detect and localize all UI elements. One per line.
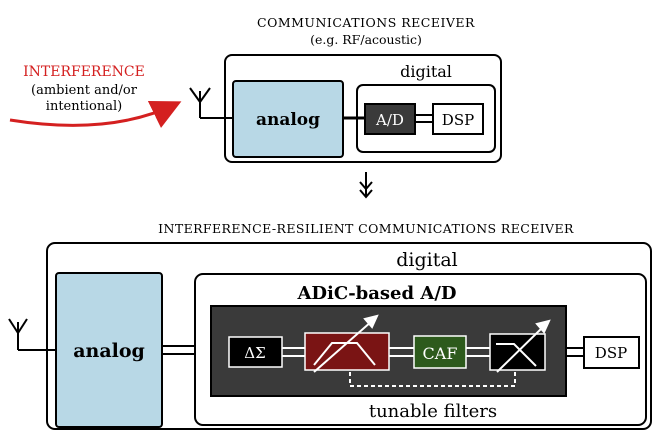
- interference-arrow: [9, 100, 182, 128]
- top-ad-block: [364, 103, 416, 135]
- interference-line2: intentional): [46, 99, 122, 114]
- bottom-digital-box: [194, 273, 647, 426]
- delta-sigma-block: [228, 336, 283, 368]
- tunable-filters-label: tunable filters: [369, 401, 497, 422]
- top-title: COMMUNICATIONS RECEIVER: [257, 15, 475, 30]
- bottom-receiver-box: [46, 242, 652, 430]
- diagonal-arrow-icon: [313, 314, 379, 373]
- antenna-icon: [8, 318, 56, 351]
- bottom-analog-block: [55, 272, 163, 428]
- tunable-link-dashed: [349, 372, 516, 387]
- top-subtitle: (e.g. RF/acoustic): [310, 32, 422, 47]
- bottom-digital-label: digital: [396, 249, 458, 271]
- bottom-dsp-block: [583, 336, 640, 369]
- top-analog-label: analog: [256, 110, 320, 130]
- top-digital-label: digital: [400, 62, 452, 81]
- interference-title: INTERFERENCE: [23, 64, 145, 80]
- delta-sigma-label: ΔΣ: [244, 344, 265, 362]
- top-dsp-label: DSP: [442, 111, 474, 129]
- caf-block: [413, 335, 467, 369]
- interference-line1: (ambient and/or: [31, 83, 138, 98]
- caf-label: CAF: [423, 344, 458, 363]
- bandpass-filter-block: [304, 332, 390, 371]
- diagonal-arrow-icon: [496, 319, 551, 373]
- antenna-icon: [189, 87, 233, 119]
- bottom-dsp-label: DSP: [595, 344, 627, 362]
- bandpass-shape: [313, 342, 376, 366]
- adic-label: ADiC-based A/D: [296, 283, 456, 304]
- double-down-arrow-icon: [359, 172, 373, 199]
- top-dsp-block: [432, 103, 484, 135]
- bottom-title: INTERFERENCE-RESILIENT COMMUNICATIONS RE…: [158, 221, 574, 236]
- bottom-analog-label: analog: [73, 340, 145, 362]
- top-receiver-box: [224, 54, 502, 163]
- top-ad-label: A/D: [375, 111, 404, 129]
- lowpass-shape: [496, 343, 537, 367]
